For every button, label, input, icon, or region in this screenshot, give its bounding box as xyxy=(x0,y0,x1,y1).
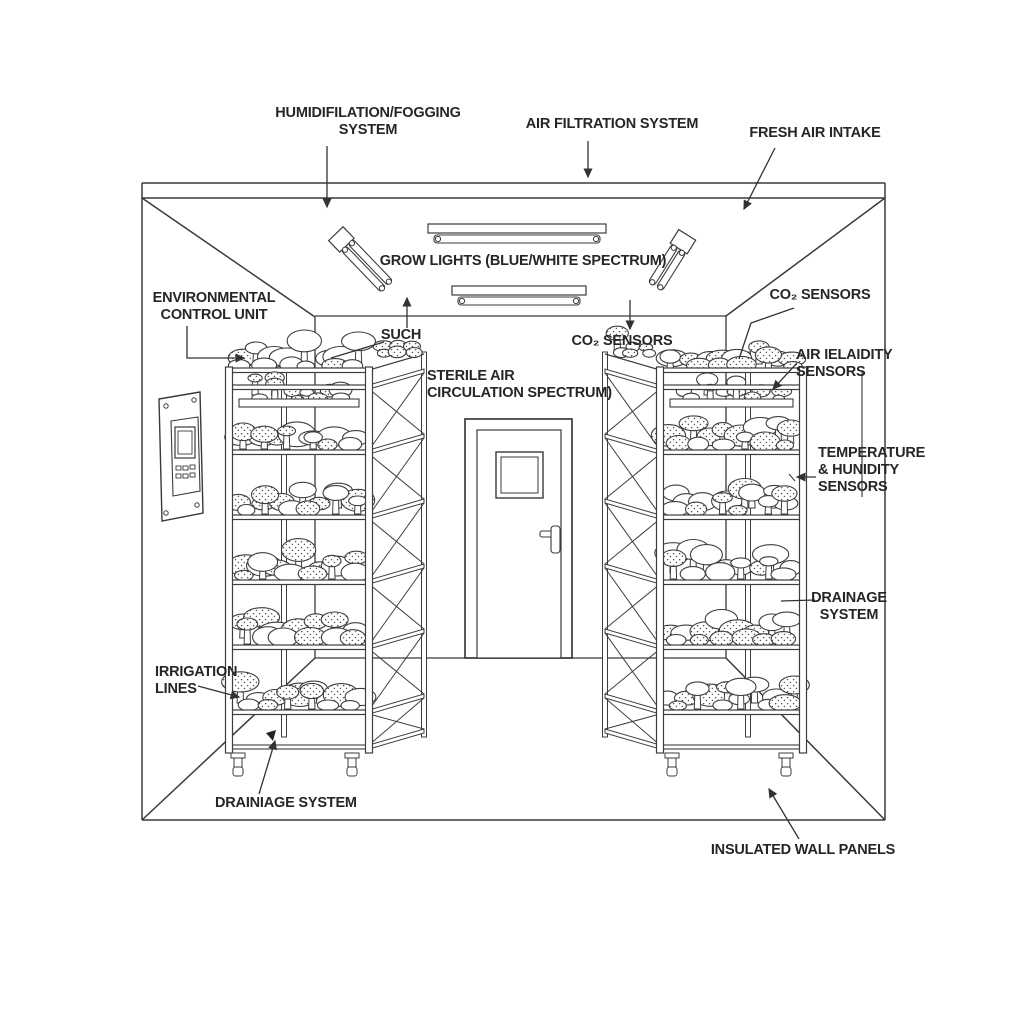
leader-co2-right xyxy=(738,307,795,360)
label-air-humidity-sensors: AIR IELAIDITY SENSORS xyxy=(796,347,893,380)
ceiling-edge-right xyxy=(725,197,886,317)
arrow-fresh-air xyxy=(743,147,776,211)
label-humidification: HUMIDIFILATION/FOGGING SYSTEM xyxy=(275,105,461,138)
label-environmental-control-unit: ENVIRONMENTAL CONTROL UNIT xyxy=(152,290,276,323)
label-such: SUCH xyxy=(380,327,422,343)
label-drainage-system-right: DRAINAGE SYSTEM xyxy=(811,590,887,623)
label-insulated-wall-panels: INSULATED WALL PANELS xyxy=(710,842,896,858)
label-drainage-system-left: DRAINIAGE SYSTEM xyxy=(215,795,357,811)
room-outline xyxy=(141,182,886,821)
annotation-arrows xyxy=(186,141,863,840)
door xyxy=(464,418,573,659)
arrow-irrigation xyxy=(197,685,241,700)
door-handle xyxy=(539,525,561,554)
arrow-env-control xyxy=(186,326,246,363)
environmental-control-panel xyxy=(158,391,204,522)
label-air-filtration: AIR FILTRATION SYSTEM xyxy=(525,116,699,132)
label-sterile-air: STERILE AIR CIRCULATION SPECTRUM) xyxy=(427,368,612,401)
label-temperature-humidity-sensors: TEMPERATURE & HUNIDITY SENSORS xyxy=(818,445,926,495)
leader-drainage-right xyxy=(780,599,816,602)
left-shelving-rack xyxy=(221,329,427,777)
label-co2-sensors-right: CO₂ SENSORS xyxy=(769,287,871,303)
label-grow-lights: GROW LIGHTS (BLUE/WHITE SPECTRUM) xyxy=(379,253,667,269)
grow-light-right-angled xyxy=(648,228,697,291)
label-irrigation-lines: IRRIGATION LINES xyxy=(155,664,238,697)
control-buttons xyxy=(175,464,196,479)
grow-light-fixtures xyxy=(327,223,697,306)
right-shelving-rack xyxy=(602,325,810,777)
arrow-insulated-panels xyxy=(768,787,800,840)
arrow-air-humidity xyxy=(772,362,798,390)
drain-dot xyxy=(266,730,276,741)
grow-light-center-top xyxy=(427,223,607,244)
grow-light-left-angled xyxy=(327,225,393,292)
label-fresh-air-intake: FRESH AIR INTAKE xyxy=(749,125,881,141)
leader-such xyxy=(330,341,385,359)
label-co2-sensors-center: CO₂ SENSORS xyxy=(571,333,673,349)
arrow-drainage-left xyxy=(258,739,277,795)
ceiling-edge-left xyxy=(141,197,316,318)
sensor-mark xyxy=(788,473,796,482)
grow-light-center-bottom xyxy=(451,285,587,306)
